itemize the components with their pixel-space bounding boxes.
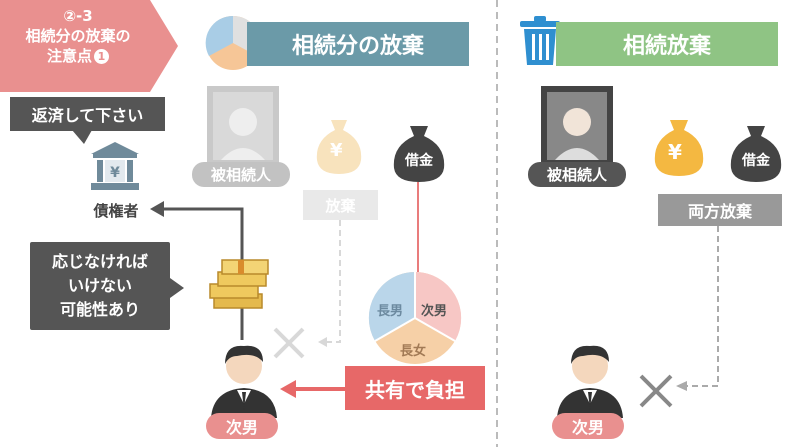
heirs-pie-chart [368, 271, 462, 364]
section-badge [0, 0, 178, 92]
left-debt-bag-icon [393, 126, 445, 182]
circle-number-badge: 1 [94, 49, 109, 64]
speech-bubble-tail [72, 130, 92, 144]
renounce-both-label: 両方放棄 [658, 194, 782, 226]
right-heir-label: 次男 [552, 413, 624, 439]
dashed-divider [496, 0, 498, 447]
debt-connector-line [417, 182, 419, 272]
left-title: 相続分の放棄 [247, 22, 469, 66]
renounce-dashed-connector [676, 226, 719, 391]
bank-icon: ¥ [91, 142, 139, 190]
money-stack-icon [209, 259, 269, 309]
svg-text:¥: ¥ [110, 165, 120, 181]
right-heir-person-icon [557, 345, 623, 418]
pie-label-eldest-daughter: 長女 [400, 344, 427, 359]
left-yen-symbol: ¥ [330, 140, 343, 161]
right-money-bag-icon [654, 120, 704, 176]
right-cross-icon [639, 374, 673, 408]
creditor-label: 債権者 [93, 202, 139, 220]
right-decedent-label: 被相続人 [528, 162, 626, 187]
section-title-line2: 注意点 [46, 47, 92, 65]
callout-line1: 応じなければ [51, 252, 148, 271]
right-decedent-portrait [541, 86, 613, 166]
right-yen-symbol: ¥ [668, 140, 682, 164]
left-heir-label: 次男 [206, 413, 278, 439]
pie-label-second-son: 次男 [421, 304, 448, 319]
left-decedent-label: 被相続人 [192, 162, 290, 187]
right-debt-label: 借金 [742, 153, 770, 169]
shared-burden-arrow [280, 380, 348, 398]
left-debt-label: 借金 [405, 153, 433, 169]
callout-line3: 可能性あり [59, 300, 140, 319]
asset-dashed-connector [318, 220, 341, 347]
right-debt-bag-icon [730, 126, 782, 182]
left-money-bag-icon [316, 120, 362, 174]
pie-label-eldest-son: 長男 [377, 304, 404, 319]
callout-tail [170, 278, 184, 298]
left-asset-label: 放棄 [303, 190, 378, 220]
right-title: 相続放棄 [556, 22, 778, 66]
callout-line2: いけない [67, 276, 132, 295]
section-number: ②-3 [63, 7, 93, 25]
section-title-line1: 相続分の放棄の [25, 27, 131, 45]
left-cross-icon [273, 327, 305, 359]
left-heir-person-icon [211, 345, 277, 418]
speech-bubble: 返済して下さい [10, 97, 165, 131]
callout-box: 応じなければ いけない 可能性あり [30, 242, 170, 330]
shared-burden-label: 共有で負担 [345, 366, 485, 410]
trash-can-icon [520, 16, 560, 65]
left-decedent-portrait [207, 86, 279, 166]
